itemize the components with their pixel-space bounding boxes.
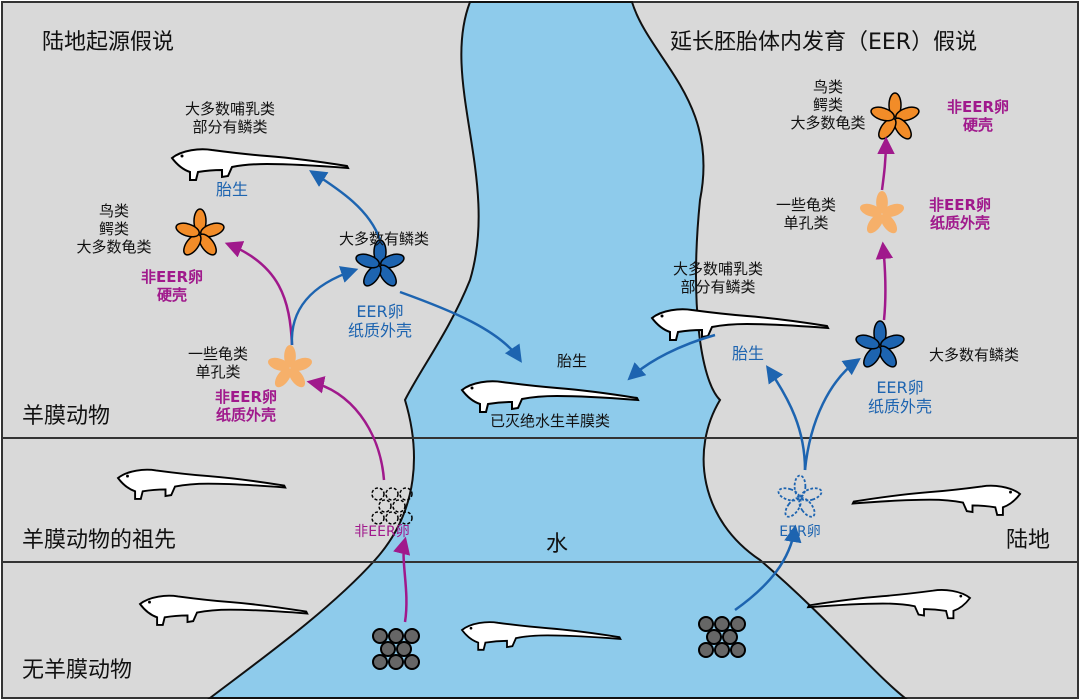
land-label: 陆地: [1006, 528, 1050, 554]
right-viviparity-label: 胎生: [732, 344, 764, 363]
left-paper-group: 一些龟类 单孔类: [188, 345, 248, 381]
right-hard-shell-label: 非EER卵 硬壳: [947, 98, 1009, 134]
row-label-ancestors: 羊膜动物的祖先: [22, 528, 176, 554]
left-non-eer-paper-label: 非EER卵 纸质外壳: [215, 388, 277, 424]
left-hypothesis-title: 陆地起源假说: [42, 30, 174, 56]
right-non-eer-paper-label: 非EER卵 纸质外壳: [929, 196, 991, 232]
left-non-eer-egg-label: 非EER卵: [354, 524, 409, 541]
right-hard-shell-group: 鸟类 鳄类 大多数龟类: [790, 78, 865, 132]
left-hard-shell-label: 非EER卵 硬壳: [141, 268, 203, 304]
right-paper-group: 一些龟类 单孔类: [776, 196, 836, 232]
right-hypothesis-title: 延长胚胎体内发育（EER）假说: [670, 30, 977, 56]
left-viviparity-label: 胎生: [216, 180, 248, 199]
left-eer-paper-label: EER卵 纸质外壳: [348, 302, 412, 340]
water-label: 水: [546, 532, 568, 558]
right-viviparity-group: 大多数哺乳类 部分有鳞类: [673, 260, 763, 296]
left-squamates-label: 大多数有鳞类: [339, 230, 429, 248]
center-viviparity-label: 胎生: [557, 352, 587, 370]
extinct-aquatic-amniotes-label: 已灭绝水生羊膜类: [490, 412, 610, 430]
left-viviparity-group: 大多数哺乳类 部分有鳞类: [185, 100, 275, 136]
row-label-amniotes: 羊膜动物: [22, 404, 110, 430]
right-squamates-label: 大多数有鳞类: [929, 346, 1019, 364]
right-eer-paper-label: EER卵 纸质外壳: [868, 378, 932, 416]
left-hard-shell-group: 鸟类 鳄类 大多数龟类: [76, 202, 151, 256]
row-label-non-amniotes: 无羊膜动物: [22, 658, 132, 684]
right-eer-egg-label: EER卵: [779, 524, 820, 541]
